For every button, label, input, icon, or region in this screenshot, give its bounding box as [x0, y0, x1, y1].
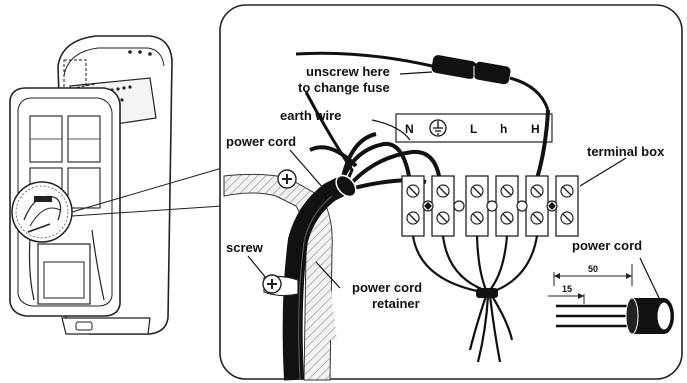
retainer-label-line1: power cord: [352, 280, 422, 295]
terminal-label-h-high: H: [531, 122, 540, 136]
terminal-h-high: [525, 175, 549, 237]
retainer-screw-top: [277, 169, 297, 189]
terminal-box-label: terminal box: [587, 144, 665, 159]
fuse-label-line2: to change fuse: [298, 80, 390, 95]
earth-wire-label: earth wire: [280, 108, 341, 123]
power-cord: [282, 175, 351, 381]
terminal-block: [401, 175, 579, 237]
terminal-label-l: L: [470, 122, 477, 136]
terminal-n: [401, 175, 425, 237]
fuse-label-line1: unscrew here: [306, 64, 390, 79]
dimension-50: 50: [588, 264, 598, 274]
hand-dryer-illustration: [9, 35, 223, 335]
bundle-wires: [411, 235, 539, 363]
power-cord-label-right: power cord: [572, 238, 642, 253]
earth-ground-icon: [429, 119, 447, 137]
terminal-label-n: N: [405, 122, 414, 136]
terminal-spare: [555, 175, 579, 237]
terminal-earth: [431, 175, 455, 237]
dimension-15: 15: [562, 284, 572, 294]
terminal-l: [465, 175, 489, 237]
terminal-label-h-low: h: [500, 122, 507, 136]
cord-stripping-detail: [548, 264, 674, 335]
retainer-label-line2: retainer: [372, 296, 420, 311]
screw: [262, 274, 299, 297]
leader-lines: [247, 71, 661, 301]
screw-label: screw: [226, 240, 264, 255]
fuse-holder: [295, 51, 550, 111]
terminal-h-low: [495, 175, 519, 237]
power-cord-label-top: power cord: [226, 134, 296, 149]
